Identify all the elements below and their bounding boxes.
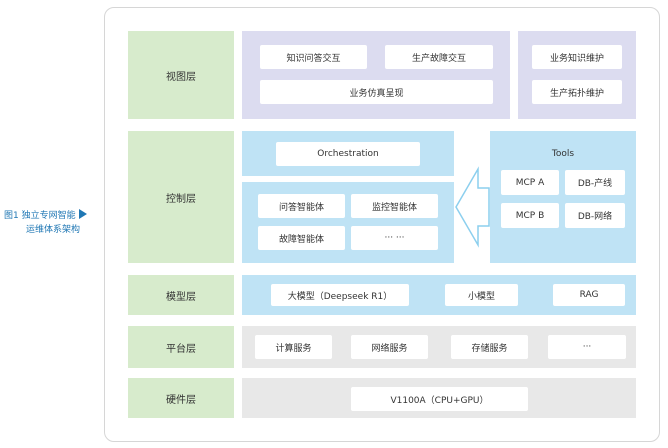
agent-item: 故障智能体: [258, 226, 345, 250]
platform-item: ···: [548, 335, 626, 359]
platform-item: 计算服务: [255, 335, 332, 359]
caption-arrow-icon: [78, 209, 87, 219]
caption-line-2: 运维体系架构: [26, 225, 81, 235]
figure-caption: 图1 独立专网智能 运维体系架构: [4, 209, 104, 237]
model-item: RAG: [553, 284, 625, 306]
agent-item: ··· ···: [351, 226, 438, 250]
layer-label-model: 模型层: [128, 275, 234, 315]
layer-label-platform: 平台层: [128, 326, 234, 368]
view-item: 知识问答交互: [260, 45, 367, 69]
tool-item: MCP A: [501, 170, 559, 195]
caption-line-1: 独立专网智能: [21, 211, 76, 221]
view-item: 业务仿真呈现: [260, 80, 493, 104]
hardware-item: V1100A（CPU+GPU）: [351, 387, 528, 411]
platform-item: 网络服务: [351, 335, 428, 359]
tools-title: Tools: [551, 149, 575, 159]
orchestration-box: Orchestration: [276, 142, 420, 166]
tool-item: MCP B: [501, 203, 559, 228]
agent-item: 监控智能体: [351, 194, 438, 218]
layer-label-control: 控制层: [128, 131, 234, 263]
view-item: 生产拓扑维护: [532, 80, 622, 104]
platform-item: 存储服务: [451, 335, 528, 359]
left-arrow-icon: [455, 166, 490, 248]
layer-label-hardware: 硬件层: [128, 378, 234, 418]
figure-number: 图1: [4, 211, 19, 221]
tool-item: DB-网络: [565, 203, 625, 228]
tool-item: DB-产线: [565, 170, 625, 195]
view-item: 生产故障交互: [385, 45, 493, 69]
agent-item: 问答智能体: [258, 194, 345, 218]
layer-label-view: 视图层: [128, 31, 234, 119]
model-item: 小模型: [445, 284, 518, 306]
model-item: 大模型（Deepseek R1）: [271, 284, 409, 306]
view-item: 业务知识维护: [532, 45, 622, 69]
tools-panel: [490, 131, 636, 263]
